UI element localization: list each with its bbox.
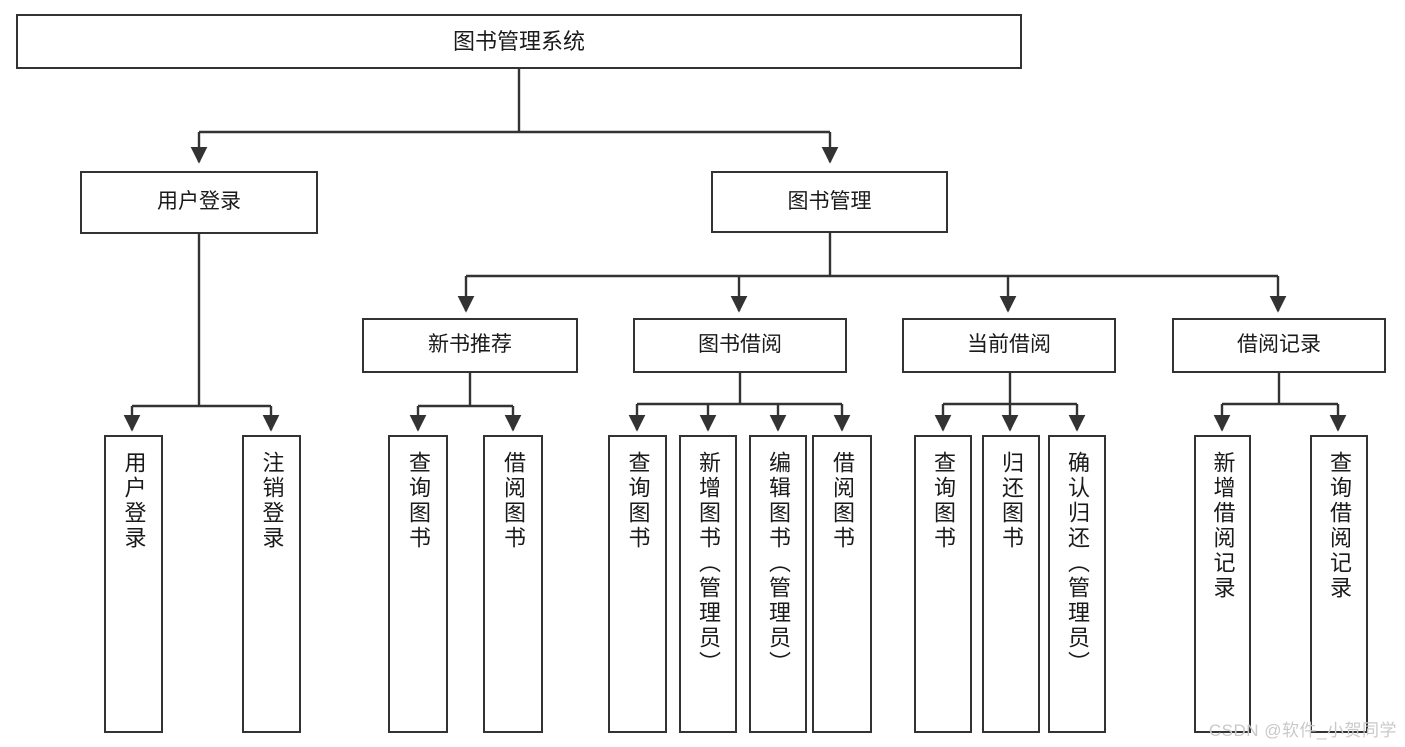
node-label: 新增借阅记录 bbox=[1210, 451, 1236, 601]
node-label: 图书借阅 bbox=[698, 333, 782, 357]
leaf-return-book[interactable]: 归还图书 bbox=[982, 435, 1040, 733]
node-borrowing-record[interactable]: 借阅记录 bbox=[1172, 318, 1386, 373]
node-label: 用户登录 bbox=[157, 190, 241, 214]
node-book-management[interactable]: 图书管理 bbox=[711, 171, 948, 233]
node-label: 借阅图书 bbox=[830, 451, 855, 551]
leaf-logout[interactable]: 注销登录 bbox=[242, 435, 301, 733]
node-user-login[interactable]: 用户登录 bbox=[80, 171, 318, 234]
node-label: 注销登录 bbox=[259, 451, 285, 551]
leaf-borrow-book-new[interactable]: 借阅图书 bbox=[483, 435, 543, 733]
leaf-query-book-new[interactable]: 查询图书 bbox=[388, 435, 448, 733]
node-label: 借阅图书 bbox=[501, 451, 526, 551]
node-label: 查询图书 bbox=[625, 451, 651, 551]
node-label: 新书推荐 bbox=[428, 333, 512, 357]
node-current-borrowing[interactable]: 当前借阅 bbox=[902, 318, 1116, 373]
leaf-user-login[interactable]: 用户登录 bbox=[104, 435, 163, 733]
watermark-text: CSDN @软件_小贺同学 bbox=[1208, 721, 1397, 740]
node-label: 归还图书 bbox=[999, 451, 1024, 551]
node-book-borrowing[interactable]: 图书借阅 bbox=[633, 318, 847, 373]
leaf-confirm-return-admin[interactable]: 确认归还（管理员） bbox=[1048, 435, 1106, 733]
node-root-book-management-system[interactable]: 图书管理系统 bbox=[16, 14, 1022, 69]
leaf-edit-book-admin[interactable]: 编辑图书（管理员） bbox=[749, 435, 807, 733]
node-label: 查询图书 bbox=[931, 451, 956, 551]
node-label: 用户登录 bbox=[121, 451, 147, 551]
node-label: 借阅记录 bbox=[1237, 333, 1321, 357]
leaf-add-book-admin[interactable]: 新增图书（管理员） bbox=[679, 435, 737, 733]
leaf-add-borrow-record[interactable]: 新增借阅记录 bbox=[1194, 435, 1251, 733]
node-new-book-recommendation[interactable]: 新书推荐 bbox=[362, 318, 578, 373]
leaf-query-book-current[interactable]: 查询图书 bbox=[914, 435, 972, 733]
leaf-borrow-book[interactable]: 借阅图书 bbox=[812, 435, 872, 733]
leaf-query-book-borrow[interactable]: 查询图书 bbox=[608, 435, 667, 733]
node-label: 查询借阅记录 bbox=[1327, 451, 1352, 601]
node-label: 图书管理 bbox=[787, 189, 872, 213]
node-label: 当前借阅 bbox=[967, 333, 1051, 357]
node-label: 新增图书（管理员） bbox=[696, 451, 721, 676]
node-label: 图书管理系统 bbox=[452, 28, 585, 54]
leaf-query-borrow-record[interactable]: 查询借阅记录 bbox=[1310, 435, 1368, 733]
node-label: 查询图书 bbox=[406, 451, 431, 551]
node-label: 编辑图书（管理员） bbox=[766, 451, 791, 676]
node-label: 确认归还（管理员） bbox=[1065, 451, 1090, 676]
